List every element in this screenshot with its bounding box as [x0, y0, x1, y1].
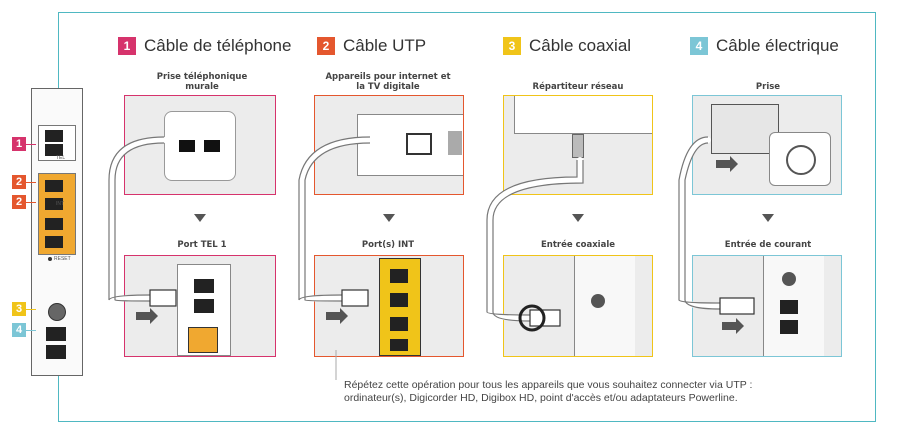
- caption-network-splitter: Répartiteur réseau: [532, 82, 624, 92]
- coax-input-icon: [48, 303, 66, 321]
- badge-1: 1: [118, 37, 136, 55]
- device-badge-3: 3: [12, 302, 26, 316]
- note-line-1: Répétez cette opération pour tous les ap…: [344, 379, 753, 391]
- coax-connector-icon: [572, 134, 584, 158]
- section-title-phone: 1 Câble de téléphone: [118, 36, 291, 56]
- section-title-coax: 3 Câble coaxial: [503, 36, 631, 56]
- rotate-arrow-icon: [518, 304, 546, 332]
- down-arrow-icon: [383, 214, 395, 222]
- router-side-panel: [177, 264, 231, 356]
- push-arrow-icon: [326, 308, 348, 324]
- ethernet-port-icon: [406, 133, 432, 155]
- push-arrow-icon: [722, 318, 744, 334]
- router-back-panel: [574, 256, 635, 356]
- push-arrow-icon: [716, 156, 738, 172]
- title-phone-cable: Câble de téléphone: [144, 36, 292, 55]
- title-utp-cable: Câble UTP: [343, 36, 427, 55]
- power-cable: [679, 137, 723, 309]
- caption-wall-phone-socket: Prise téléphonique murale: [156, 72, 248, 92]
- device-box: [357, 114, 463, 176]
- section-title-utp: 2 Câble UTP: [317, 36, 426, 56]
- device-badge-2: 2: [12, 195, 26, 209]
- tel-port-label: TEL: [56, 155, 66, 161]
- int-ports: [38, 173, 76, 255]
- reset-label: RESET: [54, 256, 71, 262]
- device-badge-1: 1: [12, 137, 26, 151]
- power-switch-icon: [46, 345, 66, 359]
- caption-tel1-port: Port TEL 1: [177, 240, 227, 250]
- down-arrow-icon: [762, 214, 774, 222]
- caption-coax-input: Entrée coaxiale: [540, 240, 616, 250]
- power-plug-icon: [719, 297, 755, 315]
- down-arrow-icon: [572, 214, 584, 222]
- router-device: TEL INT RESET: [31, 88, 83, 376]
- rj11-jack-icon: [179, 140, 195, 152]
- badge-4: 4: [690, 37, 708, 55]
- section-title-power: 4 Câble électrique: [690, 36, 839, 56]
- rj11-jack-icon: [204, 140, 220, 152]
- utp-cable: [299, 137, 373, 308]
- caption-power-socket: Prise: [755, 82, 781, 92]
- phone-socket-panel: [124, 95, 276, 195]
- caption-power-input: Entrée de courant: [724, 240, 812, 250]
- title-coax-cable: Câble coaxial: [529, 36, 632, 55]
- reset-button: [48, 257, 52, 261]
- coax-cable: [487, 157, 583, 321]
- power-input-icon: [46, 327, 66, 341]
- phone-cable: [109, 137, 167, 303]
- power-socket-panel: [692, 95, 842, 195]
- tel-port-panel: [124, 255, 276, 357]
- down-arrow-icon: [194, 214, 206, 222]
- int-port-label: INT: [56, 201, 65, 207]
- badge-3: 3: [503, 37, 521, 55]
- caption-internet-tv-devices: Appareils pour internet et la TV digital…: [325, 72, 451, 92]
- device-badge-2: 2: [12, 175, 26, 189]
- tel-ports: [38, 125, 76, 161]
- rj11-plug-icon: [149, 289, 177, 307]
- title-power-cable: Câble électrique: [716, 36, 839, 55]
- int-port-panel: [314, 255, 464, 357]
- note-line-2: ordinateur(s), Digicorder HD, Digibox HD…: [344, 392, 738, 404]
- int-port-strip: [379, 258, 421, 356]
- wall-socket-plate: [164, 111, 236, 181]
- caption-int-ports: Port(s) INT: [361, 240, 415, 250]
- badge-2: 2: [317, 37, 335, 55]
- device-badge-4: 4: [12, 323, 26, 337]
- splitter-box: [514, 96, 652, 134]
- wall-outlet-icon: [769, 132, 831, 186]
- push-arrow-icon: [136, 308, 158, 324]
- power-adapter-icon: [711, 104, 779, 154]
- rj45-plug-icon: [341, 289, 369, 307]
- router-back-panel: [763, 256, 824, 356]
- utp-repeat-note: Répétez cette opération pour tous les ap…: [344, 379, 752, 405]
